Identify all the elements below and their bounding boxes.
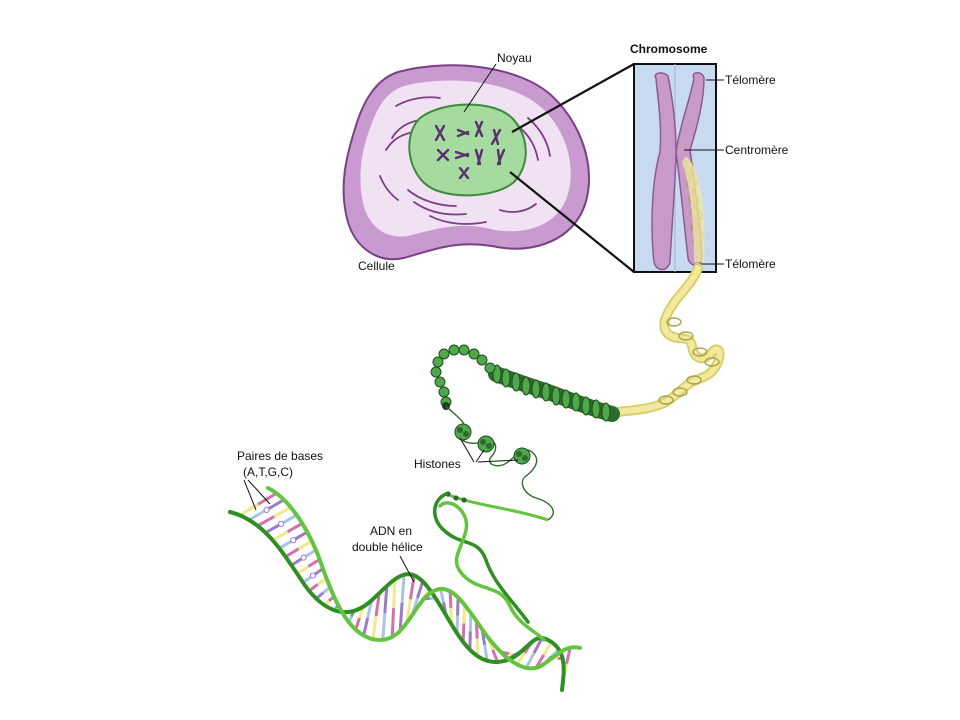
base-rung-half (398, 602, 404, 631)
base-rung-half (491, 649, 499, 663)
base-rung-half (448, 591, 453, 609)
base-rung-half (256, 515, 275, 528)
base-rung-half (416, 580, 425, 599)
base-pair-bond (278, 520, 285, 528)
supercoiled-fiber (488, 364, 620, 422)
label-cellule: Cellule (358, 259, 395, 273)
base-rung-half (383, 585, 389, 614)
base-rung-half (296, 565, 310, 576)
base-rung-half (392, 579, 397, 609)
label-paires-line1: Paires de bases (237, 449, 323, 463)
base-rung-half (239, 502, 259, 517)
leader-histone-2 (475, 449, 485, 463)
base-rung-half (265, 498, 285, 512)
leader-paires-1 (243, 479, 257, 511)
label-chromosome: Chromosome (630, 42, 708, 56)
label-noyau: Noyau (497, 51, 532, 65)
base-rung-half (439, 588, 445, 603)
leader-histone-1 (459, 437, 475, 463)
nucleus-chromosomes (434, 120, 506, 180)
leader-paires-2 (247, 479, 271, 505)
base-rung-half (297, 539, 313, 551)
base-rung-half (542, 641, 553, 656)
chromatin-fiber-illustration (430, 263, 725, 522)
base-rung-half (371, 616, 378, 640)
base-rung-half (524, 652, 536, 669)
label-telomere-bottom: Télomère (725, 257, 776, 271)
base-rung-half (381, 612, 387, 640)
base-rung-half (284, 547, 300, 558)
base-rung-half (390, 608, 396, 637)
cell-illustration (342, 64, 590, 261)
label-adn-line2: double hélice (352, 540, 423, 554)
base-rung-half (286, 522, 303, 534)
label-telomere-top: Télomère (725, 73, 776, 87)
base-rung-half (408, 575, 416, 600)
base-pair-bond (309, 572, 317, 579)
base-rung-half (307, 558, 321, 568)
base-rung-half (248, 508, 268, 522)
dna-double-helix-illustration (228, 486, 582, 692)
base-rung-half (271, 530, 289, 542)
label-histones: Histones (414, 457, 461, 471)
label-centromere: Centromère (725, 143, 789, 157)
nucleosome-beads (430, 344, 496, 408)
base-rung-half (483, 644, 489, 662)
leader-noyau (463, 63, 497, 113)
chromosome-illustration (633, 63, 717, 273)
base-rung-half (515, 652, 526, 666)
base-rung-half (374, 592, 381, 617)
base-pair-bond (290, 537, 297, 544)
nucleus-illustration (408, 103, 527, 197)
zoom-line-top (511, 63, 635, 133)
zoom-line-bottom (509, 171, 635, 273)
base-rung-half (565, 647, 572, 664)
leader-histone-3 (477, 459, 519, 463)
base-pair-rungs (239, 492, 572, 680)
base-pair-bond (263, 506, 270, 513)
base-rung-half (400, 574, 406, 603)
base-rung-half (362, 617, 370, 636)
label-paires-line2: (A,T,G,C) (243, 465, 293, 479)
leader-adn (399, 555, 415, 583)
base-rung-half (273, 505, 292, 518)
base-rung-half (532, 637, 544, 654)
endoplasmic-reticulum (379, 96, 551, 225)
label-adn-line1: ADN en (370, 524, 412, 538)
base-pair-bond (300, 554, 307, 561)
base-rung-half (475, 638, 480, 657)
base-rung-half (257, 492, 278, 506)
histone-illustration (454, 423, 531, 465)
